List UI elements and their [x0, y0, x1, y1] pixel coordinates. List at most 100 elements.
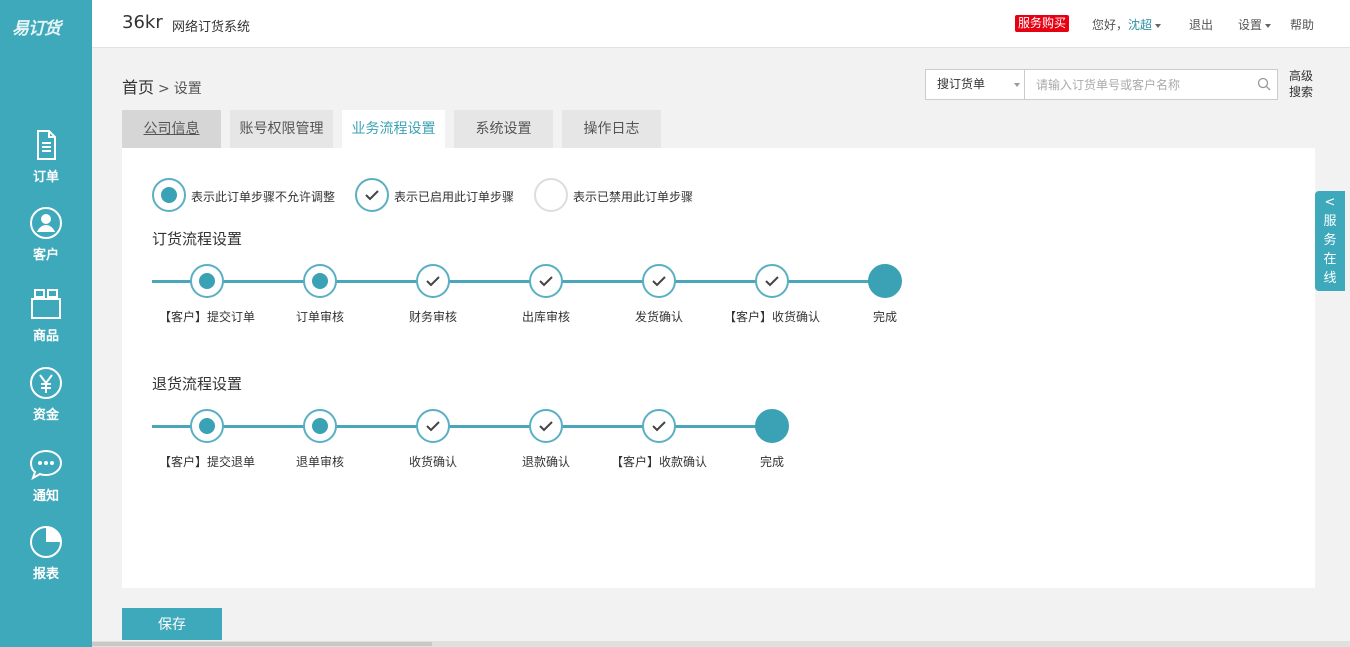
- company-name: 36kr: [122, 12, 163, 33]
- tab-label: 操作日志: [583, 121, 640, 137]
- flow-step-label: 订单审核: [295, 310, 344, 324]
- sidebar-item-notify[interactable]: 通知: [0, 447, 92, 517]
- check-icon: [765, 276, 779, 287]
- check-icon: [426, 276, 440, 287]
- fixed-step-icon: [152, 178, 186, 212]
- flow-step-enabled[interactable]: [416, 264, 450, 298]
- settings-label: 设置: [1238, 18, 1263, 32]
- return-flow-title: 退货流程设置: [152, 375, 243, 393]
- yen-icon: [30, 367, 62, 399]
- sidebar-item-orders[interactable]: 订单: [0, 128, 92, 198]
- chat-icon: [29, 449, 63, 481]
- online-service-tab[interactable]: <服务在线: [1315, 191, 1345, 291]
- flow-step-label: 出库审核: [521, 310, 570, 324]
- online-service-label: <服务在线: [1323, 195, 1337, 286]
- sidebar-item-funds[interactable]: 资金: [0, 366, 92, 436]
- search-type-value: 搜订货单: [937, 77, 986, 91]
- settings-menu[interactable]: 设置: [1238, 16, 1272, 33]
- legend-text: 表示此订单步骤不允许调整: [191, 190, 336, 204]
- tab-system-settings[interactable]: 系统设置: [454, 110, 553, 148]
- document-icon: [37, 130, 56, 160]
- greeting: 您好，沈超: [1092, 16, 1162, 33]
- flow-step-done: [755, 409, 789, 443]
- advanced-search-link[interactable]: 高级搜索: [1289, 69, 1314, 99]
- check-icon: [539, 421, 553, 432]
- chevron-down-icon: [1265, 23, 1272, 28]
- tab-label: 账号权限管理: [239, 121, 324, 137]
- flow-step-label: 退单审核: [295, 455, 344, 469]
- empty-circle-icon: [534, 178, 568, 212]
- flow-step-label: 【客户】提交退单: [158, 455, 255, 469]
- flow-step-enabled[interactable]: [529, 409, 563, 443]
- flow-step-fixed: [303, 409, 337, 443]
- flow-step-label: 财务审核: [408, 310, 457, 324]
- greeting-text: 您好，: [1092, 18, 1129, 32]
- breadcrumb-separator: >: [158, 81, 170, 97]
- sidebar-item-label: 商品: [32, 329, 59, 344]
- user-icon: [30, 207, 62, 239]
- flow-step-label: 完成: [759, 455, 784, 469]
- check-icon: [652, 421, 666, 432]
- sidebar-item-goods[interactable]: 商品: [0, 287, 92, 357]
- topbar: 36kr 网络订货系统 服务购买 您好，沈超 退出 设置 帮助: [92, 0, 1350, 48]
- tab-account-permissions[interactable]: 账号权限管理: [230, 110, 333, 148]
- order-flow-title: 订货流程设置: [152, 230, 243, 248]
- chevron-down-icon: [1014, 83, 1020, 87]
- sidebar-item-label: 客户: [32, 248, 59, 263]
- settings-panel: 表示此订单步骤不允许调整 表示已启用此订单步骤 表示已禁用此订单步骤 订货流程设…: [122, 148, 1315, 588]
- pie-chart-icon: [30, 526, 62, 558]
- tab-label: 公司信息: [143, 121, 200, 137]
- tab-company-info[interactable]: 公司信息: [122, 110, 221, 148]
- flow-step-enabled[interactable]: [529, 264, 563, 298]
- check-icon: [426, 421, 440, 432]
- flow-step-done: [868, 264, 902, 298]
- flow-step-fixed: [190, 409, 224, 443]
- flow-connector-line: [152, 425, 772, 428]
- flow-step-label: 发货确认: [634, 310, 683, 324]
- legend-text: 表示已禁用此订单步骤: [573, 190, 694, 204]
- horizontal-scrollbar[interactable]: [92, 641, 1350, 647]
- sidebar-item-label: 报表: [32, 567, 59, 582]
- tab-business-flow[interactable]: 业务流程设置: [342, 110, 445, 148]
- breadcrumb-home[interactable]: 首页: [122, 78, 155, 97]
- flow-step-enabled[interactable]: [755, 264, 789, 298]
- flow-step-enabled[interactable]: [416, 409, 450, 443]
- breadcrumb-current: 设置: [173, 81, 202, 97]
- logo: 易订货: [12, 19, 61, 39]
- tab-operation-log[interactable]: 操作日志: [562, 110, 661, 148]
- sidebar-item-label: 订单: [32, 170, 59, 185]
- order-search: 搜订货单: [925, 69, 1278, 100]
- save-button[interactable]: 保存: [122, 608, 222, 640]
- sidebar-item-customers[interactable]: 客户: [0, 206, 92, 276]
- flow-connector-line: [152, 280, 885, 283]
- flow-step-enabled[interactable]: [642, 264, 676, 298]
- buy-service-link[interactable]: 服务购买: [1015, 15, 1070, 32]
- chevron-down-icon: [1155, 23, 1162, 28]
- scrollbar-thumb[interactable]: [92, 642, 432, 646]
- check-icon: [652, 276, 666, 287]
- search-icon[interactable]: [1257, 77, 1271, 91]
- sidebar-item-label: 通知: [32, 489, 59, 504]
- flow-step-label: 退款确认: [521, 455, 570, 469]
- check-icon: [539, 276, 553, 287]
- legend-text: 表示已启用此订单步骤: [394, 190, 515, 204]
- sidebar-item-reports[interactable]: 报表: [0, 525, 92, 595]
- search-input[interactable]: [1026, 70, 1256, 99]
- tab-label: 系统设置: [475, 121, 532, 137]
- help-link[interactable]: 帮助: [1290, 18, 1315, 32]
- check-icon: [355, 178, 389, 212]
- flow-step-label: 【客户】收货确认: [723, 310, 820, 324]
- tab-label: 业务流程设置: [351, 121, 436, 137]
- flow-step-fixed: [190, 264, 224, 298]
- user-name: 沈超: [1128, 18, 1153, 32]
- user-menu[interactable]: 沈超: [1128, 18, 1162, 32]
- sidebar: 易订货 订单 客户 商品 资金: [0, 0, 92, 647]
- flow-step-label: 收货确认: [408, 455, 457, 469]
- system-name: 网络订货系统: [172, 20, 251, 35]
- flow-step-enabled[interactable]: [642, 409, 676, 443]
- search-type-select[interactable]: 搜订货单: [926, 70, 1025, 99]
- flow-step-label: 【客户】收款确认: [610, 455, 707, 469]
- logout-link[interactable]: 退出: [1189, 18, 1214, 32]
- flow-step-label: 完成: [872, 310, 897, 324]
- sidebar-item-label: 资金: [32, 408, 59, 423]
